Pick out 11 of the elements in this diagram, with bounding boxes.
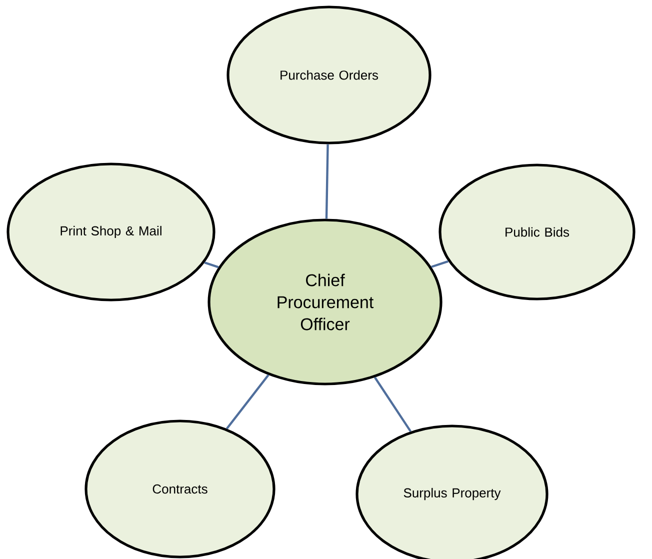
- ellipse-node: Print Shop & Mail: [6, 162, 216, 302]
- ellipse-node: Surplus Property: [356, 424, 548, 559]
- connector-line: [226, 374, 270, 430]
- connector-line: [374, 376, 412, 432]
- ellipse-node: Public Bids: [438, 164, 636, 300]
- connector-line: [325, 144, 329, 219]
- connector-line: [204, 262, 219, 268]
- ellipse-node: Purchase Orders: [226, 6, 432, 144]
- ellipse-node: Contracts: [84, 420, 276, 558]
- connector-line: [431, 260, 449, 268]
- ellipse-node: Chief Procurement Officer: [208, 218, 442, 386]
